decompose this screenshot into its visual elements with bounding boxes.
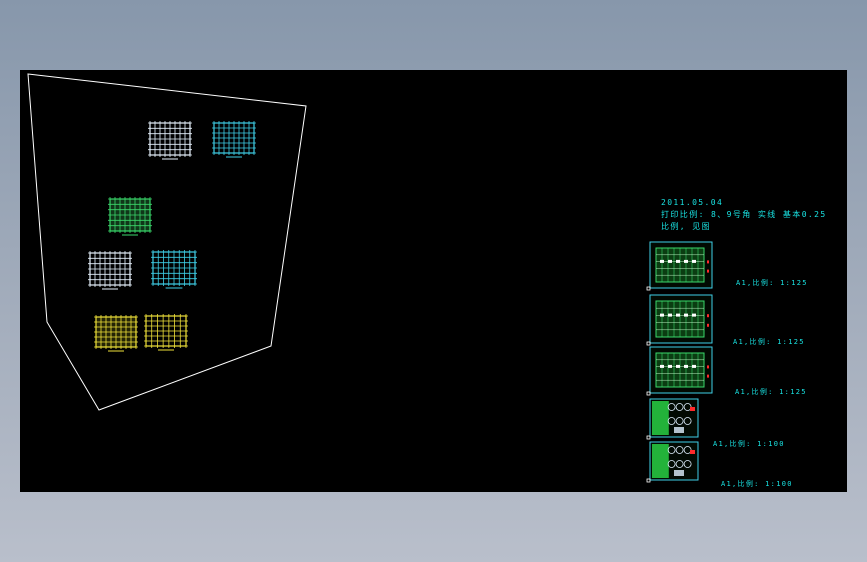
sheet-thumbnail: [646, 294, 713, 346]
boundary-outline: [27, 73, 307, 411]
sheet-thumbnail: [646, 398, 699, 440]
sheet-scale-label: A1,比例: 1:125: [736, 279, 808, 287]
sheet-thumbnails: [646, 241, 713, 483]
sheet-scale-label: A1,比例: 1:100: [713, 440, 785, 448]
sheet-thumbnail: [646, 241, 713, 291]
floor-plan-grid: [148, 121, 192, 160]
sheet-scale-label: A1,比例: 1:100: [721, 480, 793, 488]
cad-drawing-canvas[interactable]: 2011.05.04 打印比例: 8、9号角 实线 基本0.25 比例, 见图 …: [20, 70, 847, 492]
floor-plan-grid: [88, 251, 132, 290]
floor-plan-grid: [212, 121, 256, 158]
sheet-scale-label: A1,比例: 1:125: [735, 388, 807, 396]
floor-plan-grid: [144, 314, 188, 351]
sheet-thumbnail: [646, 441, 699, 483]
date-note: 2011.05.04: [661, 198, 724, 207]
floor-plan-grid: [108, 197, 152, 236]
print-scale-note: 打印比例: 8、9号角 实线 基本0.25: [661, 210, 827, 219]
sheet-thumbnail: [646, 346, 713, 396]
scale-reference-note: 比例, 见图: [661, 222, 712, 231]
sheet-scale-label: A1,比例: 1:125: [733, 338, 805, 346]
cad-drawing-svg: [27, 73, 713, 483]
floor-plan-grids: [88, 121, 256, 352]
floor-plan-grid: [94, 315, 138, 352]
floor-plan-grid: [151, 250, 197, 289]
